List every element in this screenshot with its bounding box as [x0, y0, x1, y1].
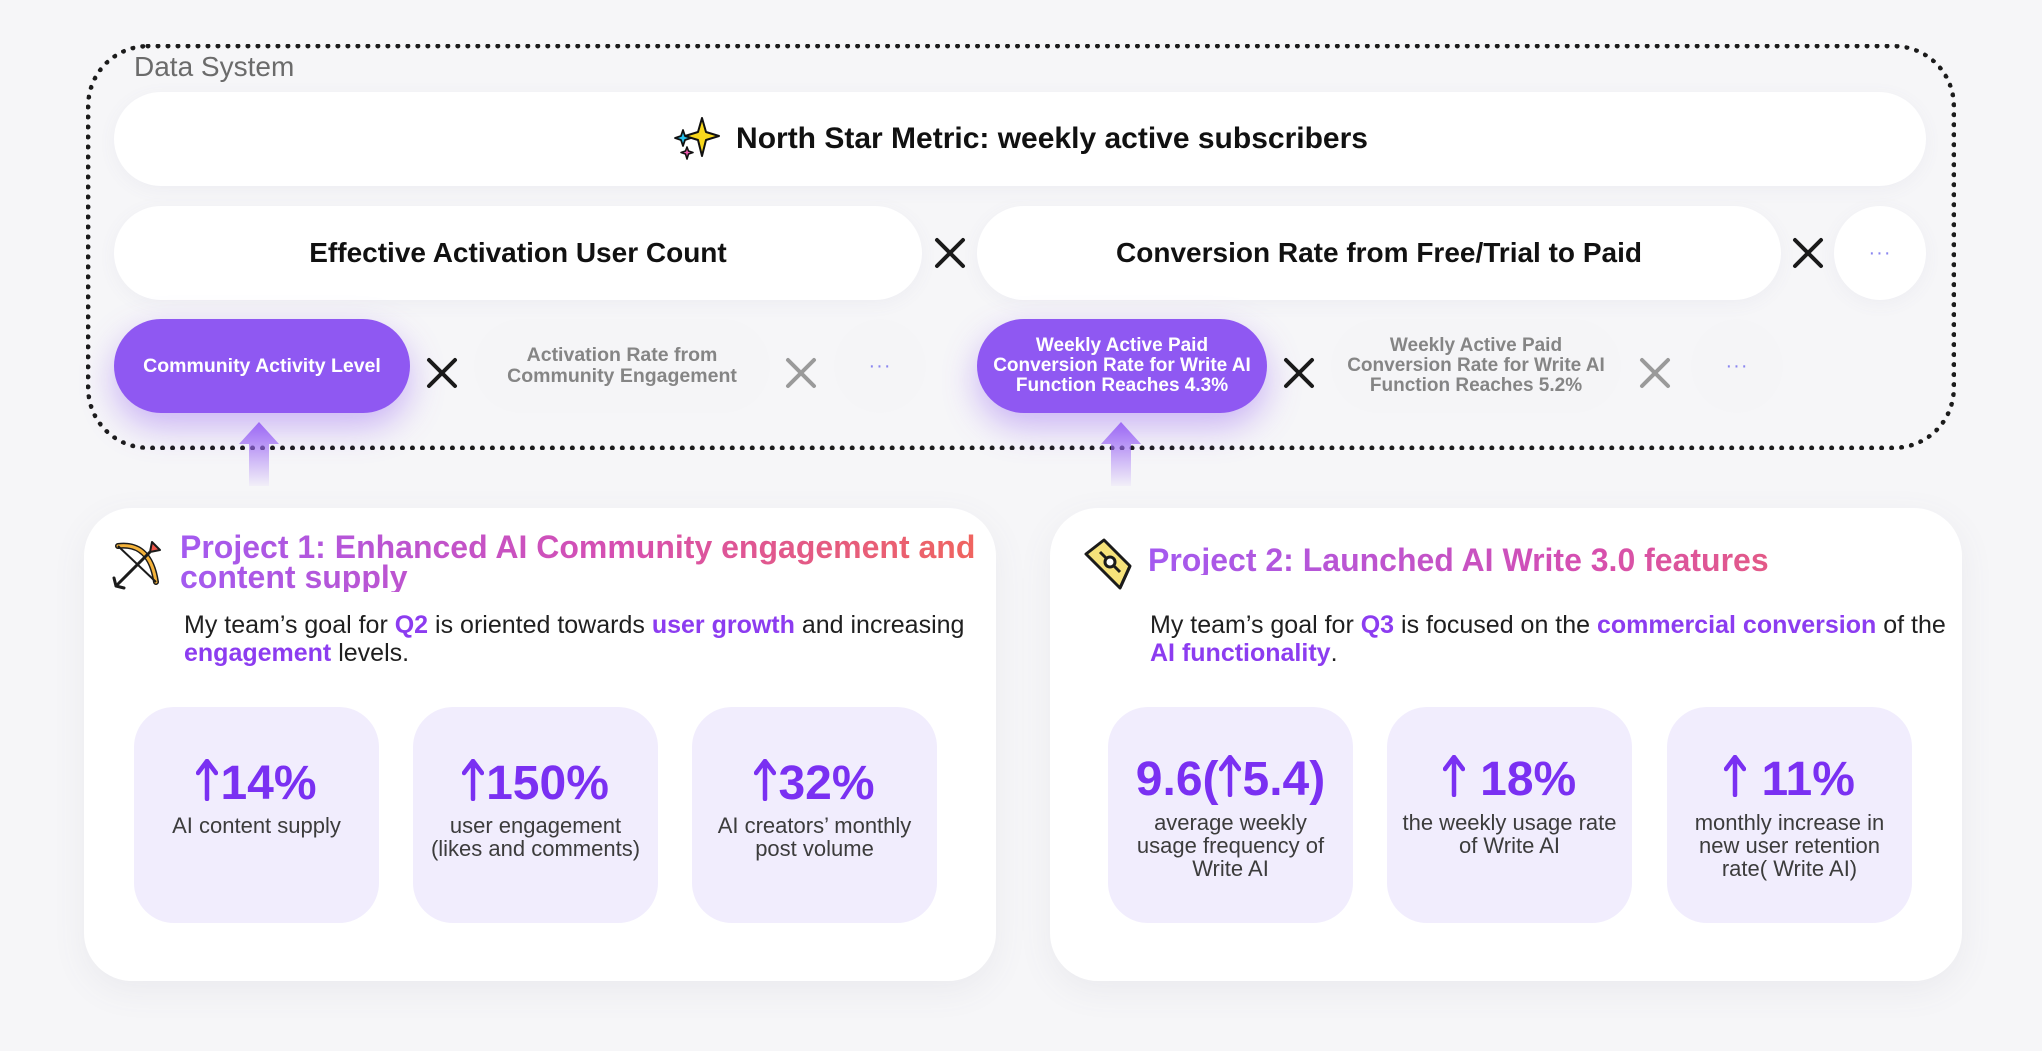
stat-description: AI creators’ monthly post volume: [717, 813, 912, 861]
goal-highlight: engagement: [184, 639, 332, 667]
up-arrow-icon: [196, 759, 219, 801]
metric-effective-activation: Effective Activation User Count: [114, 206, 922, 300]
stat-card: 9.6( 5.4) average weekly usage frequency …: [1108, 707, 1353, 923]
pen-tool-icon: [1084, 538, 1132, 590]
metric-effective-activation-label: Effective Activation User Count: [309, 237, 727, 268]
more-dots: ···: [1725, 354, 1749, 377]
stat-value-text: 32%: [778, 757, 875, 810]
stat-description: user engagement (likes and comments): [430, 813, 641, 861]
stat-value-text: 11%: [1748, 753, 1855, 806]
stat-value: 32%: [692, 759, 937, 809]
stat-value: 18%: [1387, 755, 1632, 805]
goal-text: of the: [1876, 611, 1946, 639]
multiply-icon: [1635, 353, 1675, 393]
stat-description: the weekly usage rate of Write AI: [1402, 810, 1617, 858]
multiply-icon: [1788, 233, 1828, 273]
data-system-label: Data System: [134, 51, 295, 82]
up-arrow-icon: [1218, 755, 1241, 797]
up-arrow-icon: [1724, 755, 1747, 797]
metric-write-ai-conversion-52-label: Weekly Active Paid Conversion Rate for W…: [1347, 335, 1605, 396]
up-arrow-icon: [462, 759, 485, 801]
goal-text: levels.: [331, 639, 410, 667]
metric-activation-rate-label: Activation Rate from Community Engagemen…: [507, 344, 737, 387]
goal-text: My team’s goal for: [1150, 611, 1361, 639]
stat-value: 11%: [1667, 755, 1912, 805]
goal-text: .: [1330, 639, 1338, 667]
sparkle-icon: [674, 117, 721, 160]
multiply-icon: [781, 353, 821, 393]
metric-community-activity: Community Activity Level: [114, 319, 410, 413]
stat-value: 9.6( 5.4): [1108, 755, 1353, 805]
metric-more: ···: [1691, 319, 1783, 413]
multiply-icon: [422, 353, 462, 393]
goal-text: is oriented towards: [428, 611, 652, 639]
project-2-title: Project 2: Launched AI Write 3.0 feature…: [1148, 544, 1948, 576]
multiply-icon: [930, 233, 970, 273]
goal-text: and increasing: [794, 611, 965, 639]
metric-write-ai-conversion-43-label: Weekly Active Paid Conversion Rate for W…: [993, 335, 1251, 396]
stat-value-text: 150%: [486, 757, 609, 810]
up-arrow-icon: [1101, 422, 1141, 486]
stat-description: average weekly usage frequency of Write …: [1136, 810, 1325, 881]
stat-description: AI content supply: [172, 813, 341, 838]
metric-conversion-rate-label: Conversion Rate from Free/Trial to Paid: [1116, 237, 1642, 268]
stat-value-text: 14%: [220, 757, 317, 810]
project-1-goal: My team’s goal for Q2 is oriented toward…: [184, 611, 1004, 667]
more-dots: ···: [868, 354, 892, 377]
goal-highlight: Q2: [394, 611, 429, 639]
multiply-icon: [1279, 353, 1319, 393]
north-star-metric: North Star Metric: weekly active subscri…: [114, 92, 1926, 186]
stat-value-text: 18%: [1466, 753, 1577, 806]
stat-card: 32% AI creators’ monthly post volume: [692, 707, 937, 923]
north-star-text: North Star Metric: weekly active subscri…: [736, 122, 1368, 155]
bow-arrow-icon: [112, 541, 161, 590]
stat-description: monthly increase in new user retention r…: [1694, 810, 1885, 881]
metric-conversion-rate: Conversion Rate from Free/Trial to Paid: [977, 206, 1781, 300]
metric-community-activity-label: Community Activity Level: [143, 354, 381, 377]
up-arrow-icon: [239, 422, 279, 486]
stat-value-text: 5.4): [1242, 753, 1326, 806]
stat-card: 11% monthly increase in new user retenti…: [1667, 707, 1912, 923]
goal-highlight: Q3: [1360, 611, 1395, 639]
metric-write-ai-conversion-43: Weekly Active Paid Conversion Rate for W…: [977, 319, 1267, 413]
stat-value: 14%: [134, 759, 379, 809]
goal-text: is focused on the: [1394, 611, 1597, 639]
goal-highlight: commercial conversion: [1597, 611, 1877, 639]
goal-highlight: AI functionality: [1150, 639, 1331, 667]
stat-value-prefix: 9.6(: [1135, 753, 1219, 806]
up-arrow-icon: [754, 759, 777, 801]
up-arrow-icon: [1442, 755, 1465, 797]
goal-highlight: user growth: [651, 611, 795, 639]
metric-write-ai-conversion-52: Weekly Active Paid Conversion Rate for W…: [1331, 319, 1621, 413]
more-dots: ···: [1868, 241, 1892, 264]
metric-more: ···: [1834, 206, 1926, 300]
project-1-title: Project 1: Enhanced AI Community engagem…: [180, 531, 980, 593]
metric-activation-rate: Activation Rate from Community Engagemen…: [474, 319, 770, 413]
stat-card: 18% the weekly usage rate of Write AI: [1387, 707, 1632, 923]
goal-text: My team’s goal for: [184, 611, 395, 639]
stat-card: 14% AI content supply: [134, 707, 379, 923]
stat-card: 150% user engagement (likes and comments…: [413, 707, 658, 923]
stat-value: 150%: [413, 759, 658, 809]
project-2-goal: My team’s goal for Q3 is focused on the …: [1150, 611, 1970, 667]
metric-more: ···: [834, 319, 926, 413]
data-system-frame: [86, 44, 1956, 450]
